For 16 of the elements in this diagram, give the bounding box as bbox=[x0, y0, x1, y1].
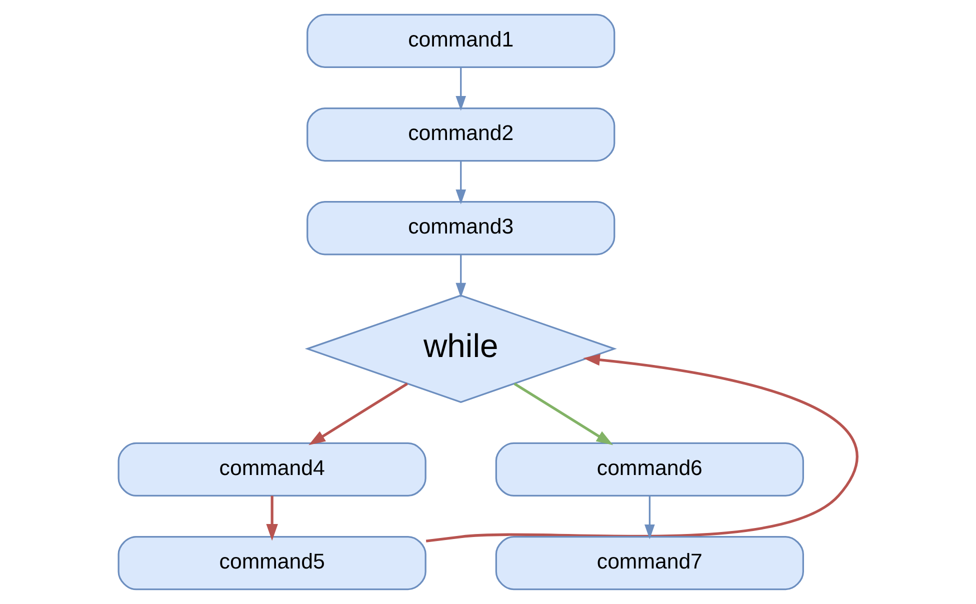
node-box: command2 bbox=[306, 107, 616, 162]
node-box: command5 bbox=[118, 536, 426, 590]
arrow bbox=[456, 67, 466, 111]
node-box: command7 bbox=[495, 536, 804, 590]
arrow bbox=[514, 382, 614, 446]
arrow bbox=[644, 496, 655, 540]
node-box: command3 bbox=[306, 201, 616, 256]
node-diamond: while bbox=[304, 294, 617, 404]
node-box: command1 bbox=[306, 14, 616, 68]
arrow bbox=[426, 354, 858, 542]
arrow bbox=[456, 254, 466, 298]
arrow bbox=[308, 382, 408, 446]
arrow bbox=[266, 496, 278, 541]
arrow bbox=[456, 160, 466, 204]
node-box: command6 bbox=[495, 442, 804, 497]
node-box: command4 bbox=[118, 442, 426, 497]
